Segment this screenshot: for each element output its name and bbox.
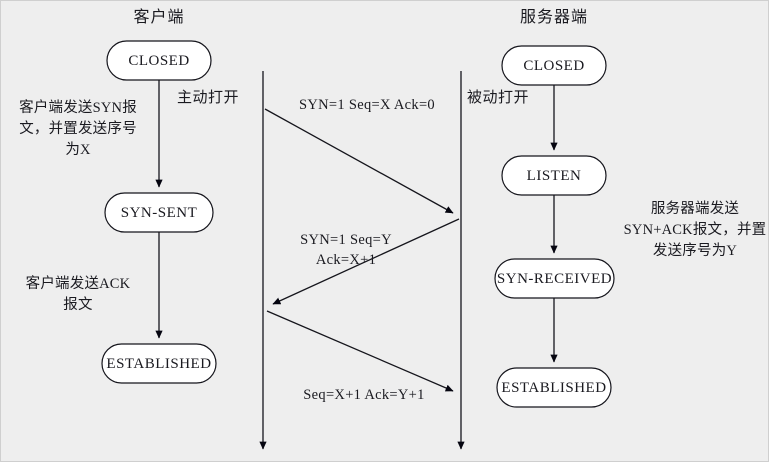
server-state-label-syn-received: SYN-RECEIVED [496, 271, 613, 287]
server-note-syn-ack: 服务器端发送 SYN+ACK报文，并置 发送序号为Y [620, 199, 768, 262]
client-state-label-closed: CLOSED [128, 53, 190, 69]
message-label-syn-ack-line-2: Ack=X+1 [315, 252, 377, 268]
client-state-label-established: ESTABLISHED [106, 356, 212, 372]
message-label-ack: Seq=X+1 Ack=Y+1 [284, 385, 444, 405]
client-note-ack: 客户端发送ACK 报文 [3, 274, 153, 316]
client-note-syn-line-1: 客户端发送SYN报 [19, 100, 137, 116]
message-label-syn-line-1: SYN=1 Seq=X Ack=0 [299, 97, 435, 113]
server-column-title: 服务器端 [519, 9, 588, 26]
client-note-syn-line-3: 为X [65, 142, 91, 158]
client-note-syn-line-2: 文，并置发送序号 [19, 121, 137, 137]
server-state-label-established: ESTABLISHED [501, 380, 607, 396]
message-label-syn-ack-line-1: SYN=1 Seq=Y [300, 232, 392, 248]
client-note-ack-line-2: 报文 [63, 297, 93, 313]
server-note-syn-ack-line-3: 发送序号为Y [652, 243, 738, 259]
server-note-syn-ack-line-1: 服务器端发送 [650, 201, 740, 217]
message-arrow-ack [266, 310, 454, 392]
message-label-syn-ack: SYN=1 Seq=Y Ack=X+1 [273, 230, 419, 270]
server-passive-open-label: 被动打开 [467, 90, 530, 106]
client-active-open-label: 主动打开 [177, 90, 240, 106]
message-arrow-syn-ack [272, 218, 460, 305]
server-state-label-listen: LISTEN [526, 168, 582, 184]
client-column-title: 客户端 [133, 9, 185, 26]
message-arrow-syn [264, 108, 454, 214]
client-state-label-syn-sent: SYN-SENT [120, 205, 198, 221]
client-note-ack-line-1: 客户端发送ACK [25, 276, 131, 292]
client-note-syn: 客户端发送SYN报 文，并置发送序号 为X [3, 98, 153, 161]
message-label-syn: SYN=1 Seq=X Ack=0 [282, 95, 452, 115]
server-state-box-established [496, 367, 612, 408]
client-state-box-established [101, 343, 217, 384]
message-label-ack-line-1: Seq=X+1 Ack=Y+1 [303, 387, 425, 403]
server-note-syn-ack-line-2: SYN+ACK报文，并置 [623, 222, 767, 238]
server-state-label-closed: CLOSED [523, 58, 585, 74]
